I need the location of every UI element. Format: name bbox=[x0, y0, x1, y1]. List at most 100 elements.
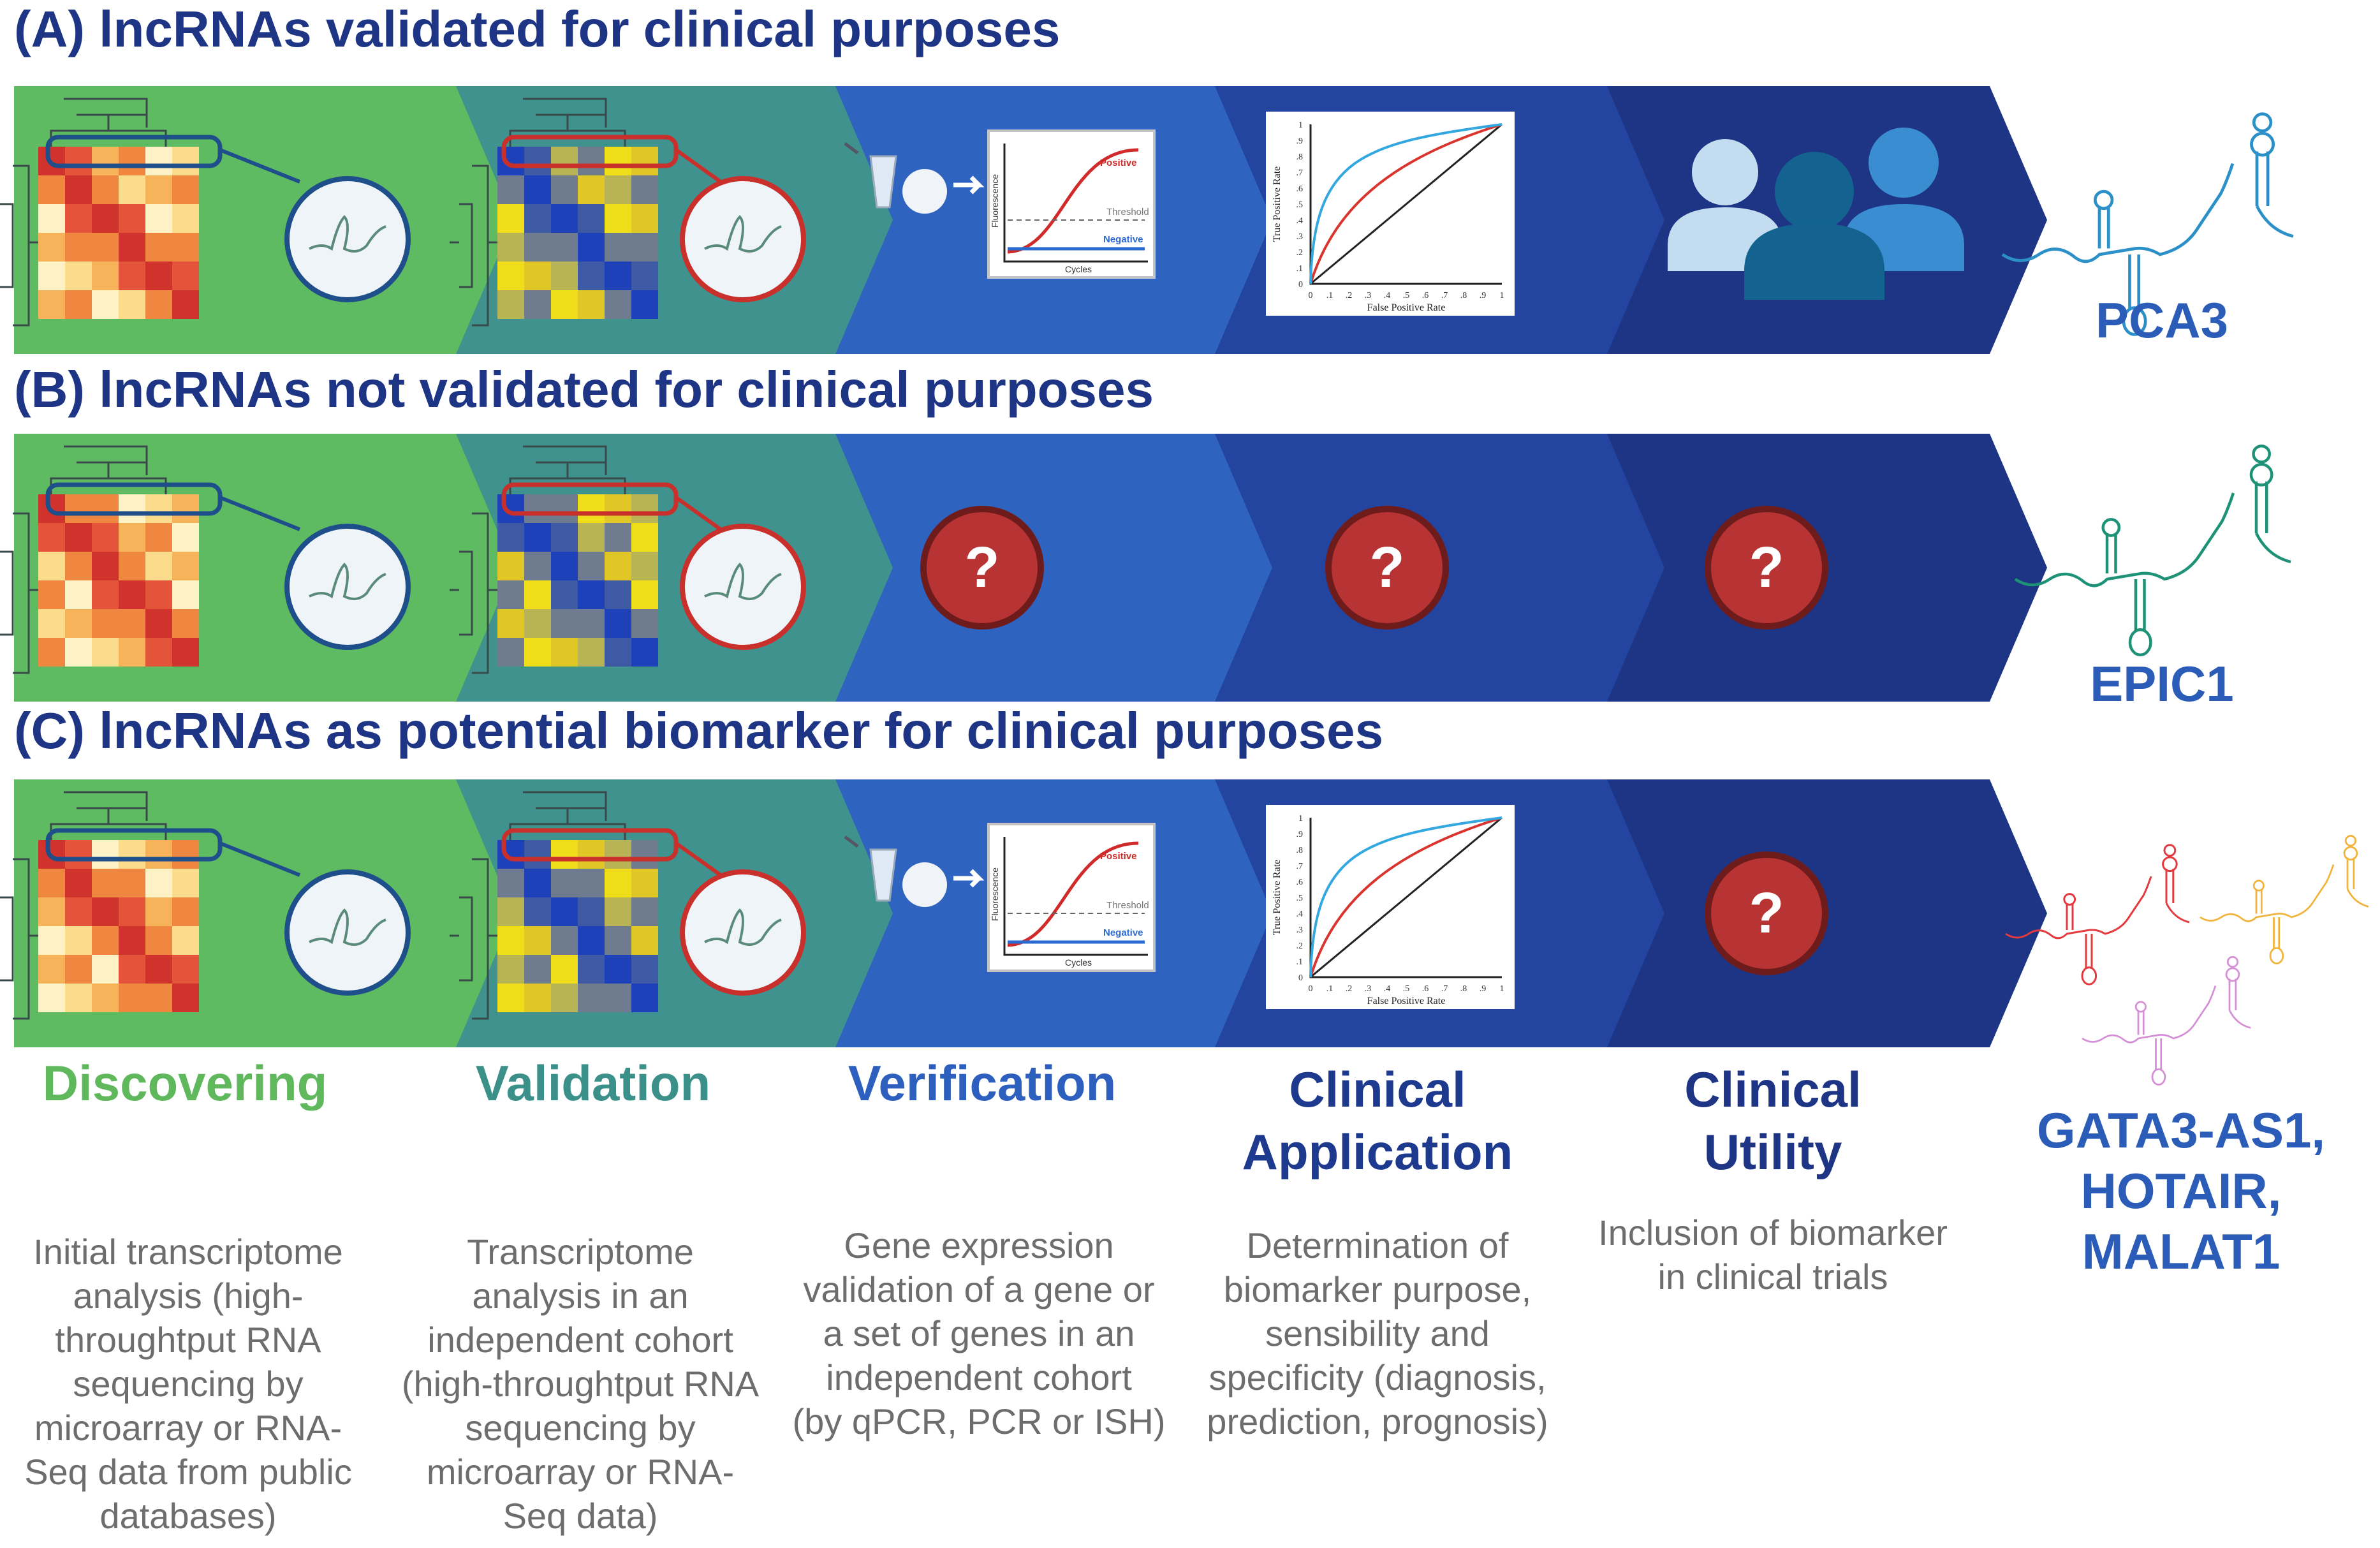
dendrogram-top bbox=[509, 98, 626, 147]
heatmap-cell bbox=[92, 638, 119, 667]
heatmap-cell bbox=[578, 984, 605, 1012]
lncrna-structure-icon bbox=[2001, 112, 2294, 336]
zoom-line bbox=[219, 148, 301, 184]
heatmap-cell bbox=[65, 494, 92, 523]
roc-x-tick: .8 bbox=[1460, 291, 1467, 300]
question-mark-icon: ? bbox=[965, 536, 1000, 600]
heatmap-cell bbox=[65, 262, 92, 290]
heatmap-cell bbox=[92, 926, 119, 955]
roc-curve-red bbox=[1309, 123, 1502, 284]
heatmap-cell bbox=[65, 926, 92, 955]
dendrogram-top bbox=[50, 791, 167, 840]
heatmap-cell bbox=[524, 204, 551, 233]
heatmap-cell bbox=[551, 204, 578, 233]
heatmap-cell bbox=[551, 609, 578, 638]
roc-y-tick: .7 bbox=[1297, 168, 1304, 178]
heatmap-cell bbox=[119, 580, 145, 609]
qpcr-axes bbox=[1003, 837, 1148, 956]
zoom-line bbox=[675, 148, 722, 184]
heatmap-cell bbox=[172, 290, 199, 319]
heatmap-cell bbox=[92, 984, 119, 1012]
question-mark-icon: ? bbox=[1749, 881, 1784, 945]
heatmap-cell bbox=[38, 580, 65, 609]
roc-y-tick: .6 bbox=[1297, 184, 1304, 194]
heatmap-cell bbox=[497, 955, 524, 984]
heatmap-cell bbox=[551, 494, 578, 523]
rna-backbone bbox=[2005, 876, 2152, 940]
desc-line: independent cohort bbox=[427, 1320, 733, 1360]
rna-loop bbox=[2163, 844, 2177, 857]
heatmap-cell bbox=[145, 147, 172, 175]
roc-y-tick: 0 bbox=[1298, 973, 1303, 983]
roc-x-tick: .1 bbox=[1326, 291, 1333, 300]
heatmap-cell bbox=[119, 204, 145, 233]
rna-loop bbox=[2128, 628, 2152, 657]
roc-y-tick: .6 bbox=[1297, 878, 1304, 887]
heatmap-cell bbox=[605, 926, 631, 955]
heatmap-cell bbox=[65, 897, 92, 926]
heatmap-cell bbox=[631, 897, 658, 926]
heatmap-cell bbox=[38, 233, 65, 262]
roc-x-tick: 0 bbox=[1309, 291, 1313, 300]
roc-x-tick: .7 bbox=[1441, 291, 1448, 300]
roc-x-tick: .8 bbox=[1460, 984, 1467, 994]
qpcr-positive-label: Positive bbox=[1100, 158, 1137, 168]
roc-x-tick: .6 bbox=[1422, 291, 1429, 300]
heatmap-cell bbox=[631, 494, 658, 523]
rna-stem bbox=[2228, 978, 2237, 1011]
heatmap-cell bbox=[65, 175, 92, 204]
rna-loop bbox=[2269, 947, 2284, 964]
rna-loop bbox=[2250, 131, 2275, 157]
rna-stem bbox=[2134, 579, 2146, 631]
lncrna-label-epic1: EPIC1 bbox=[2090, 656, 2234, 712]
desc-line: independent cohort bbox=[826, 1357, 1132, 1397]
dendrogram bbox=[450, 445, 626, 674]
heatmap-cell bbox=[65, 984, 92, 1012]
heatmap-cell bbox=[605, 147, 631, 175]
rna-glyph bbox=[309, 215, 386, 253]
discovery-heatmap bbox=[0, 445, 199, 674]
heatmap-cell bbox=[551, 638, 578, 667]
desc-line: Transcriptome bbox=[467, 1232, 694, 1272]
heatmap-cell bbox=[38, 175, 65, 204]
heatmap-cell bbox=[605, 984, 631, 1012]
heatmap-cell bbox=[578, 262, 605, 290]
qpcr-x-label: Cycles bbox=[1065, 264, 1092, 274]
desc-line: sequencing by bbox=[465, 1408, 696, 1448]
dendrogram-left bbox=[0, 858, 38, 1020]
heatmap-cell bbox=[551, 523, 578, 552]
person-center-head bbox=[1775, 152, 1854, 231]
rna-stem bbox=[2165, 868, 2175, 904]
discovery-heatmap bbox=[0, 791, 199, 1020]
heatmap-cell bbox=[578, 840, 605, 869]
rna-loop bbox=[2344, 835, 2357, 847]
heatmap-cell bbox=[38, 869, 65, 897]
heatmap-cell bbox=[631, 290, 658, 319]
heatmap-cell bbox=[172, 984, 199, 1012]
desc-line: Inclusion of biomarker bbox=[1598, 1213, 1948, 1253]
heatmap-cell bbox=[524, 897, 551, 926]
question-circle bbox=[1325, 506, 1449, 630]
rna-stem bbox=[2066, 903, 2074, 931]
heatmap-cell bbox=[145, 175, 172, 204]
rna-stem bbox=[2085, 934, 2093, 969]
desc-line: (by qPCR, PCR or ISH) bbox=[792, 1401, 1166, 1441]
dendrogram-left bbox=[450, 858, 497, 1020]
heatmap-cell bbox=[172, 147, 199, 175]
heatmap-cell bbox=[92, 955, 119, 984]
dendrogram-top bbox=[509, 445, 626, 494]
heatmap-cell bbox=[524, 233, 551, 262]
heatmap-cell bbox=[92, 494, 119, 523]
sample-dot bbox=[902, 862, 947, 907]
rna-tail bbox=[2346, 888, 2369, 908]
heatmap-cell bbox=[524, 262, 551, 290]
zoom-line bbox=[219, 496, 301, 531]
rna-loop bbox=[2252, 444, 2271, 464]
roc-x-tick: .5 bbox=[1403, 291, 1410, 300]
heatmap-cell bbox=[497, 175, 524, 204]
roc-x-tick: .7 bbox=[1441, 984, 1448, 994]
rna-stem bbox=[2128, 254, 2141, 309]
heatmap-cell bbox=[497, 840, 524, 869]
desc-line: specificity (diagnosis, bbox=[1208, 1357, 1546, 1397]
qpcr-threshold-label: Threshold bbox=[1106, 207, 1149, 217]
